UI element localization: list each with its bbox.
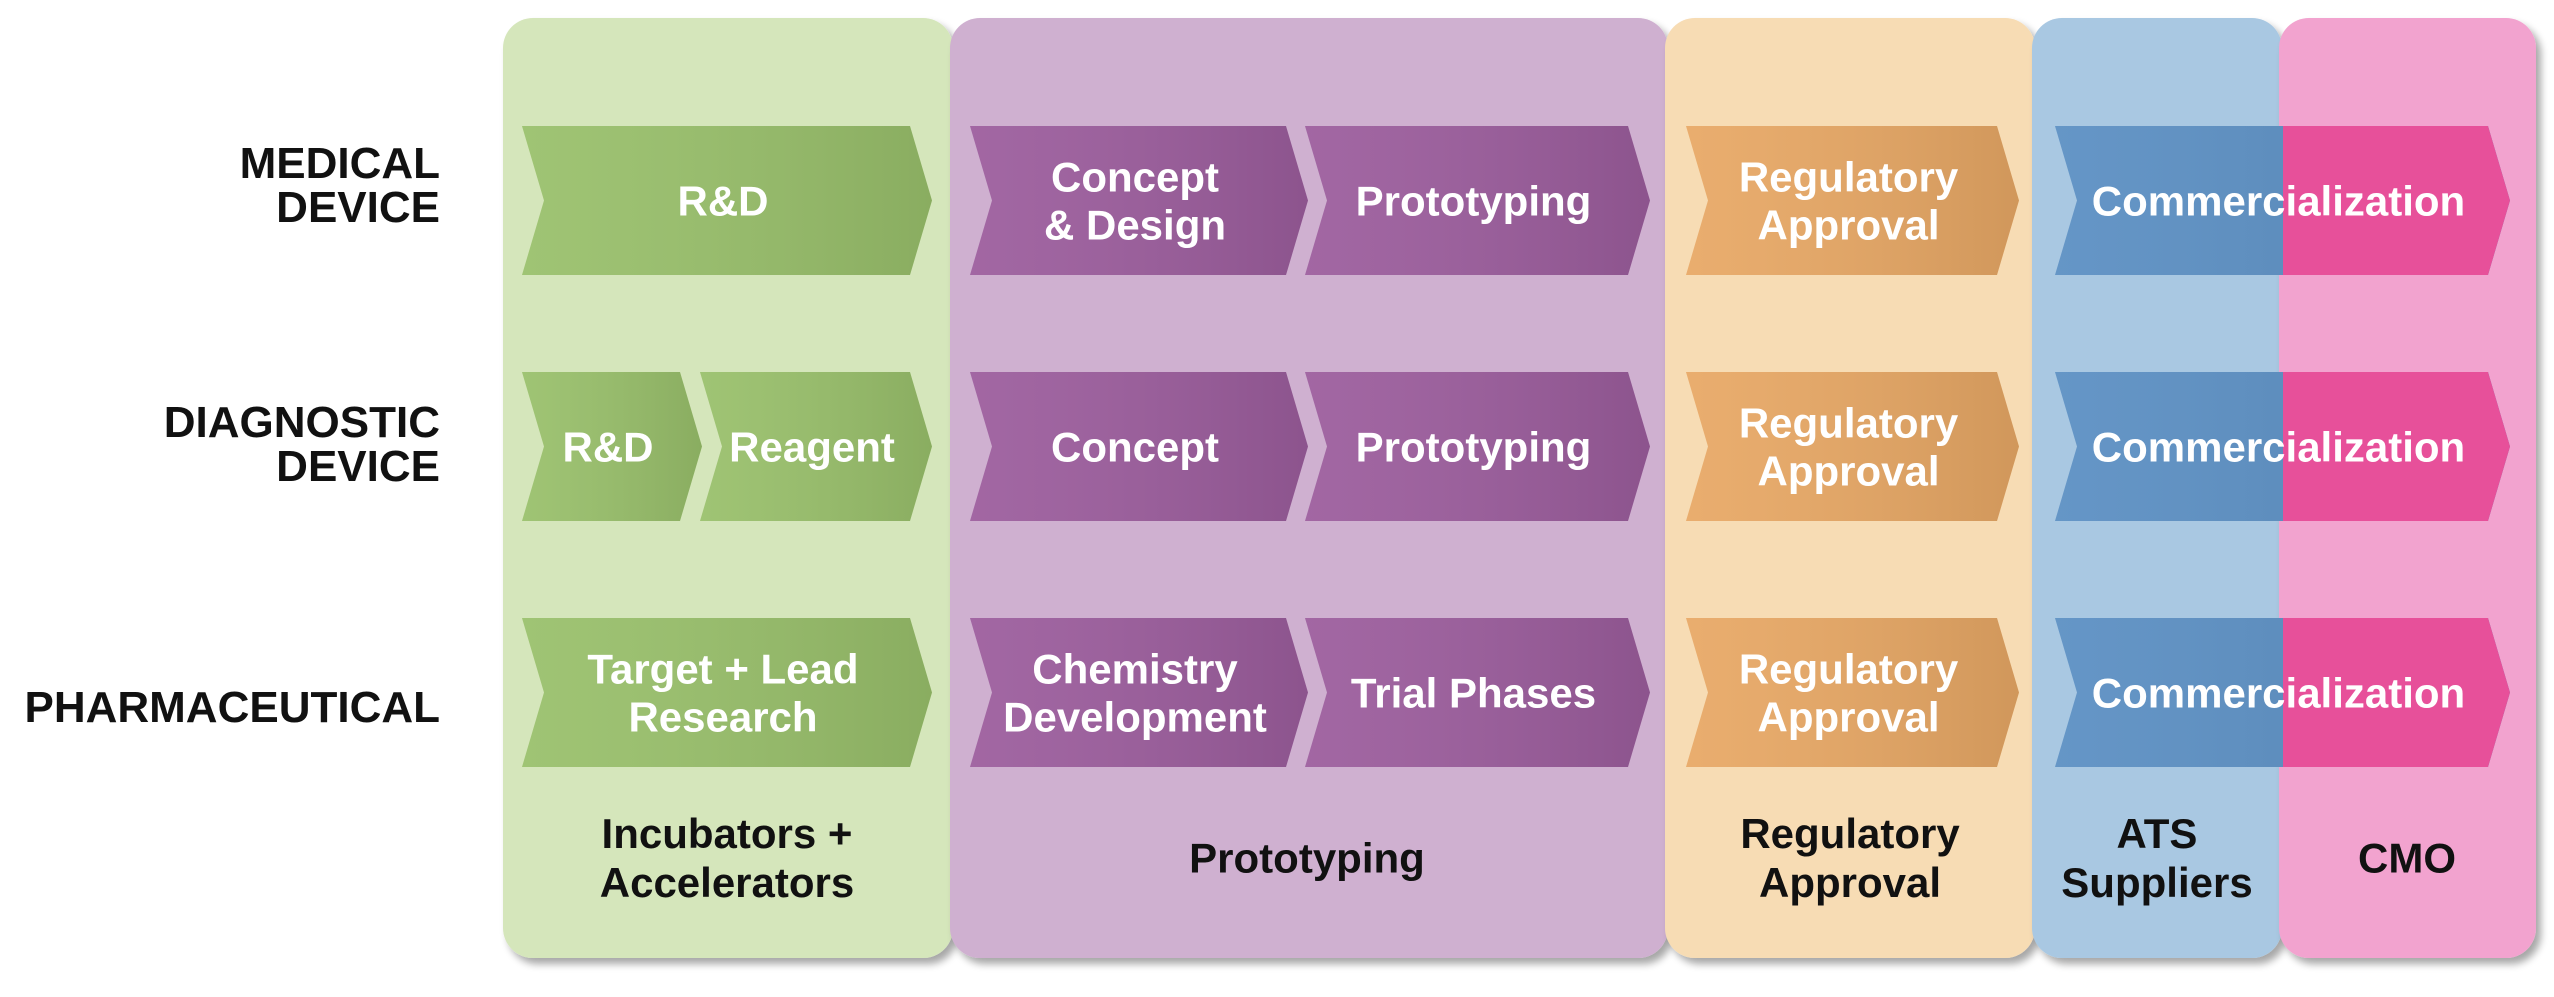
column-label-incubators: Accelerators: [600, 859, 854, 906]
stage-label-ph-reg: Regulatory: [1739, 646, 1959, 693]
stage-label-ph-target: Target + Lead: [587, 646, 858, 693]
stage-label-dd-concept: Concept: [1051, 424, 1219, 471]
stage-label-md-concept: & Design: [1044, 202, 1226, 249]
row-label: DEVICE: [276, 183, 440, 232]
stage-label-md-concept: Concept: [1051, 154, 1219, 201]
stage-chevron-shade: [700, 372, 932, 521]
column-label-ats: Suppliers: [2061, 859, 2252, 906]
stage-chevron-shade: [1686, 126, 2019, 275]
stage-label-ph-comm: Commercialization: [2092, 670, 2465, 717]
stage-label-md-proto: Prototyping: [1356, 178, 1592, 225]
stage-label-dd-proto: Prototyping: [1356, 424, 1592, 471]
stage-chevron-shade: [1686, 618, 2019, 767]
stage-label-ph-chem: Chemistry: [1032, 646, 1238, 693]
stage-chevron-shade: [1305, 618, 1650, 767]
stage-chevron-shade: [970, 618, 1308, 767]
stage-chevron-shade: [970, 372, 1308, 521]
column-label-incubators: Incubators +: [602, 810, 853, 857]
stage-label-dd-comm: Commercialization: [2092, 424, 2465, 471]
row-label: MEDICAL: [240, 139, 440, 188]
stage-chevron-shade: [522, 126, 932, 275]
stage-chevron-shade: [1686, 372, 2019, 521]
stage-label-dd-reg: Regulatory: [1739, 400, 1959, 447]
row-label: DIAGNOSTIC: [164, 398, 440, 447]
stage-chevron-shade: [970, 126, 1308, 275]
column-label-prototyping: Prototyping: [1189, 835, 1425, 882]
stage-label-dd-reg: Approval: [1757, 448, 1939, 495]
row-label: PHARMACEUTICAL: [24, 683, 440, 732]
row-label: DEVICE: [276, 442, 440, 491]
stage-chevron-cmo-overlay: [2283, 126, 2510, 275]
stage-label-md-reg: Approval: [1757, 202, 1939, 249]
stage-label-dd-rnd: R&D: [563, 424, 654, 471]
stage-chevron-cmo-overlay: [2283, 618, 2510, 767]
stage-label-ph-target: Research: [628, 694, 817, 741]
column-label-regulatory: Approval: [1759, 859, 1941, 906]
column-label-cmo: CMO: [2358, 835, 2456, 882]
stage-label-ph-chem: Development: [1003, 694, 1267, 741]
stage-chevron-shade: [1305, 126, 1650, 275]
column-label-regulatory: Regulatory: [1740, 810, 1960, 857]
stage-chevron-shade: [522, 618, 932, 767]
stage-chevron-cmo-overlay: [2283, 372, 2510, 521]
stage-label-md-reg: Regulatory: [1739, 154, 1959, 201]
stage-label-md-comm: Commercialization: [2092, 178, 2465, 225]
stage-chevron-shade: [522, 372, 702, 521]
column-label-ats: ATS: [2117, 810, 2198, 857]
stage-label-md-rnd: R&D: [678, 178, 769, 225]
stage-label-ph-reg: Approval: [1757, 694, 1939, 741]
stage-label-ph-trial: Trial Phases: [1351, 670, 1596, 717]
stage-chevron-shade: [1305, 372, 1650, 521]
stage-label-dd-reagent: Reagent: [729, 424, 895, 471]
